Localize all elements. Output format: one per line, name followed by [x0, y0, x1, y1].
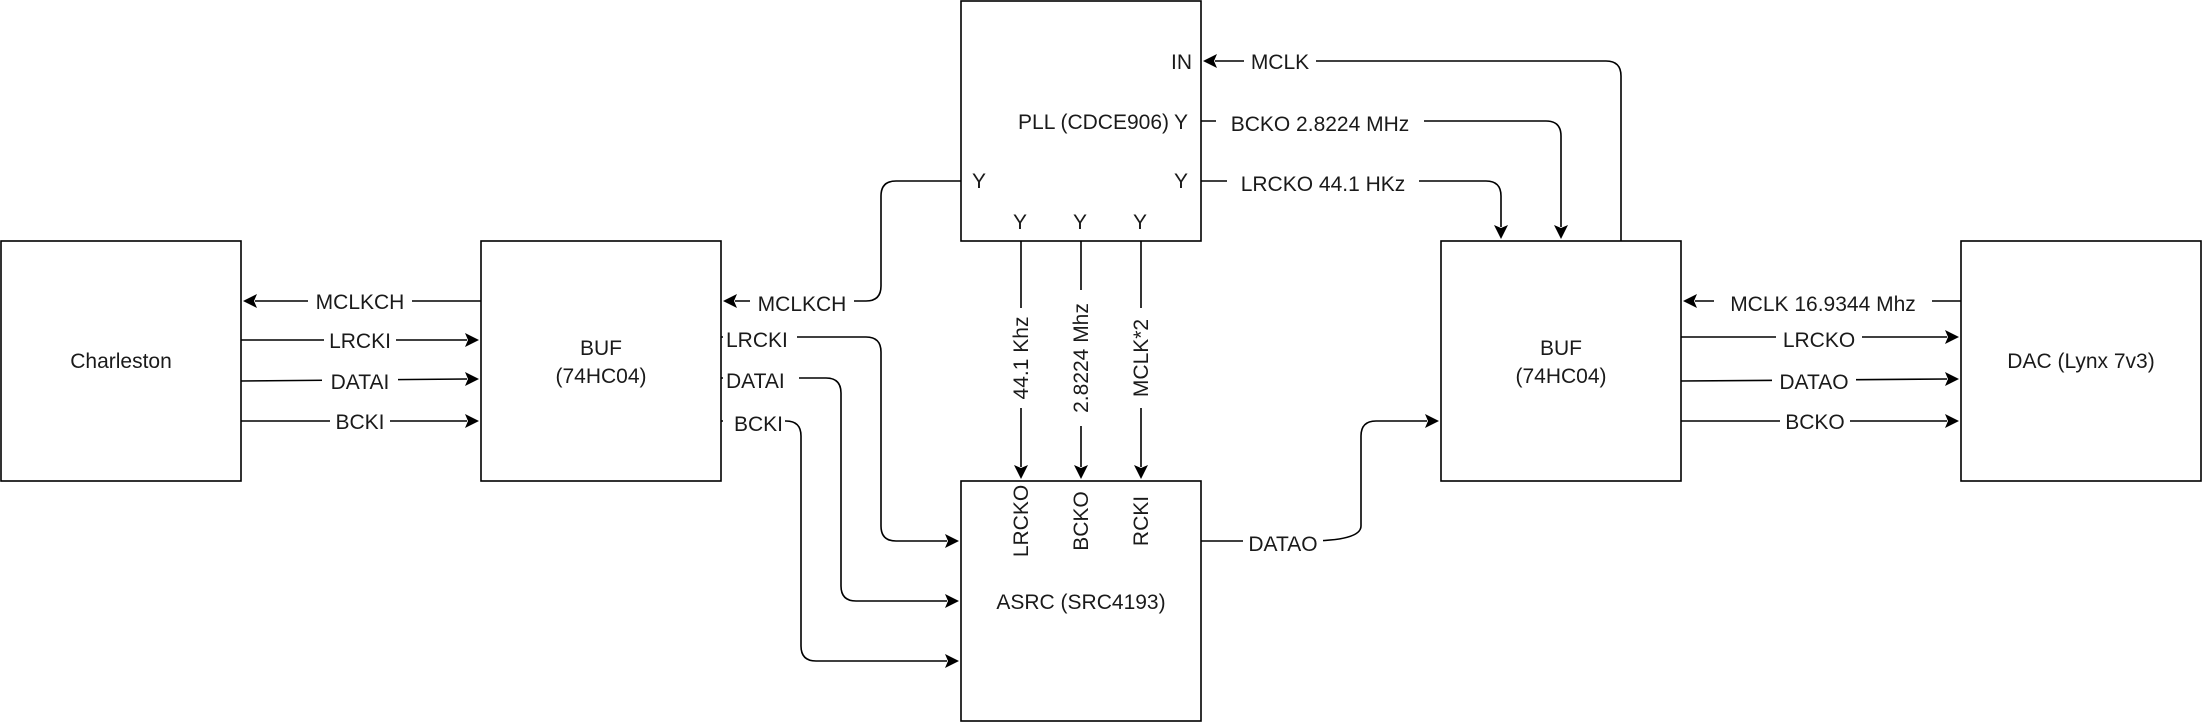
wire-label-datao-dac: DATAO	[1779, 371, 1848, 394]
wire-label-mclkch: MCLKCH	[316, 291, 405, 314]
charleston-label: Charleston	[70, 350, 172, 373]
wire-mclkch-to-charleston: MCLKCH	[243, 289, 481, 314]
wire-mclk-from-dac: MCLK 16.9344 Mhz	[1683, 289, 1961, 316]
wire-label-bcko-pll: BCKO 2.8224 MHz	[1231, 113, 1410, 136]
pll-label: PLL (CDCE906)	[1018, 111, 1169, 134]
arrowhead-icon	[1134, 465, 1148, 479]
port-label-lrcki: LRCKI	[726, 329, 788, 352]
dac-block: DAC (Lynx 7v3)	[1960, 240, 2202, 482]
wire-28224mhz: 2.8224 Mhz	[1069, 241, 1093, 479]
pll-port-y-mclkch: Y	[972, 170, 986, 193]
wire-label-datao-asrc: DATAO	[1248, 533, 1317, 556]
wire-datao-dac: DATAO	[1680, 368, 1959, 394]
charleston-block: Charleston	[0, 240, 242, 482]
asrc-block: ASRC (SRC4193) LRCKO BCKO RCKI	[960, 480, 1202, 722]
wire-lrcki: LRCKI	[241, 328, 479, 353]
arrowhead-icon	[1683, 294, 1697, 308]
arrowhead-icon	[1494, 225, 1508, 239]
wire-mclkch-from-pll: MCLKCH	[723, 180, 961, 316]
wire-label-441khz: 44.1 Khz	[1010, 317, 1033, 400]
arrowhead-icon	[1074, 465, 1088, 479]
port-label-bcki: BCKI	[734, 413, 783, 436]
asrc-label: ASRC (SRC4193)	[996, 591, 1165, 614]
port-label-datai: DATAI	[726, 370, 785, 393]
wire-datai: DATAI	[240, 368, 479, 394]
arrowhead-icon	[1203, 54, 1217, 68]
wire-datai-to-asrc: DATAI	[721, 368, 959, 608]
arrowhead-icon	[1945, 372, 1959, 386]
pll-port-y-mclk2: Y	[1133, 211, 1147, 234]
wire-label-mclk: MCLK	[1251, 51, 1309, 74]
wire-datao-asrc: DATAO	[1201, 414, 1439, 556]
pll-port-y-441: Y	[1013, 211, 1027, 234]
arrowhead-icon	[465, 372, 479, 386]
asrc-port-rcki: RCKI	[1130, 496, 1153, 546]
wire-bcko-dac: BCKO	[1681, 409, 1959, 434]
arrowhead-icon	[1945, 414, 1959, 428]
wire-lrcko-pll: LRCKO 44.1 HKz	[1201, 169, 1508, 239]
arrowhead-icon	[1945, 330, 1959, 344]
wire-mclk-x2: MCLK*2	[1129, 241, 1153, 479]
dac-label: DAC (Lynx 7v3)	[2007, 350, 2154, 373]
wire-label-datai: DATAI	[331, 371, 390, 394]
wire-label-lrcki: LRCKI	[329, 330, 391, 353]
arrowhead-icon	[1425, 414, 1439, 428]
wire-label-mclk-dac: MCLK 16.9344 Mhz	[1730, 293, 1916, 316]
pll-port-y-bcko: Y	[1174, 111, 1188, 134]
wire-label-mclk2: MCLK*2	[1130, 319, 1153, 397]
wire-label-lrcko-dac: LRCKO	[1783, 329, 1855, 352]
arrowhead-icon	[945, 534, 959, 548]
buffer-right-block: BUF (74HC04)	[1440, 240, 1682, 482]
asrc-port-lrcko: LRCKO	[1010, 485, 1033, 557]
arrowhead-icon	[1554, 225, 1568, 239]
arrowhead-icon	[945, 594, 959, 608]
pll-port-y-28224: Y	[1073, 211, 1087, 234]
wire-bcki: BCKI	[241, 409, 479, 434]
wire-bcko-pll: BCKO 2.8224 MHz	[1201, 109, 1568, 239]
buffer-left-part: (74HC04)	[555, 365, 646, 388]
wire-lrcki-to-asrc: LRCKI	[721, 327, 959, 548]
arrowhead-icon	[465, 414, 479, 428]
buffer-left-block: BUF (74HC04)	[480, 240, 722, 482]
wire-label-mclkch-pll: MCLKCH	[758, 293, 847, 316]
pll-block: PLL (CDCE906) IN Y Y Y Y Y Y	[960, 0, 1202, 242]
pll-port-y-lrcko: Y	[1174, 170, 1188, 193]
wire-label-bcki: BCKI	[335, 411, 384, 434]
wire-lrcko-dac: LRCKO	[1681, 325, 1959, 352]
arrowhead-icon	[945, 654, 959, 668]
buffer-right-label: BUF	[1540, 337, 1582, 360]
wire-bcki-to-asrc: BCKI	[721, 411, 959, 668]
buffer-left-label: BUF	[580, 337, 622, 360]
wire-label-lrcko-pll: LRCKO 44.1 HKz	[1241, 173, 1406, 196]
wire-label-bcko-dac: BCKO	[1785, 411, 1845, 434]
buffer-right-part: (74HC04)	[1515, 365, 1606, 388]
arrowhead-icon	[243, 294, 257, 308]
wire-label-28224mhz: 2.8224 Mhz	[1070, 303, 1093, 413]
pll-port-in: IN	[1171, 51, 1192, 74]
wire-mclk-to-pll: MCLK	[1203, 49, 1622, 241]
wire-441khz: 44.1 Khz	[1009, 241, 1033, 479]
asrc-port-bcko: BCKO	[1070, 491, 1093, 551]
arrowhead-icon	[723, 294, 737, 308]
arrowhead-icon	[465, 333, 479, 347]
arrowhead-icon	[1014, 465, 1028, 479]
